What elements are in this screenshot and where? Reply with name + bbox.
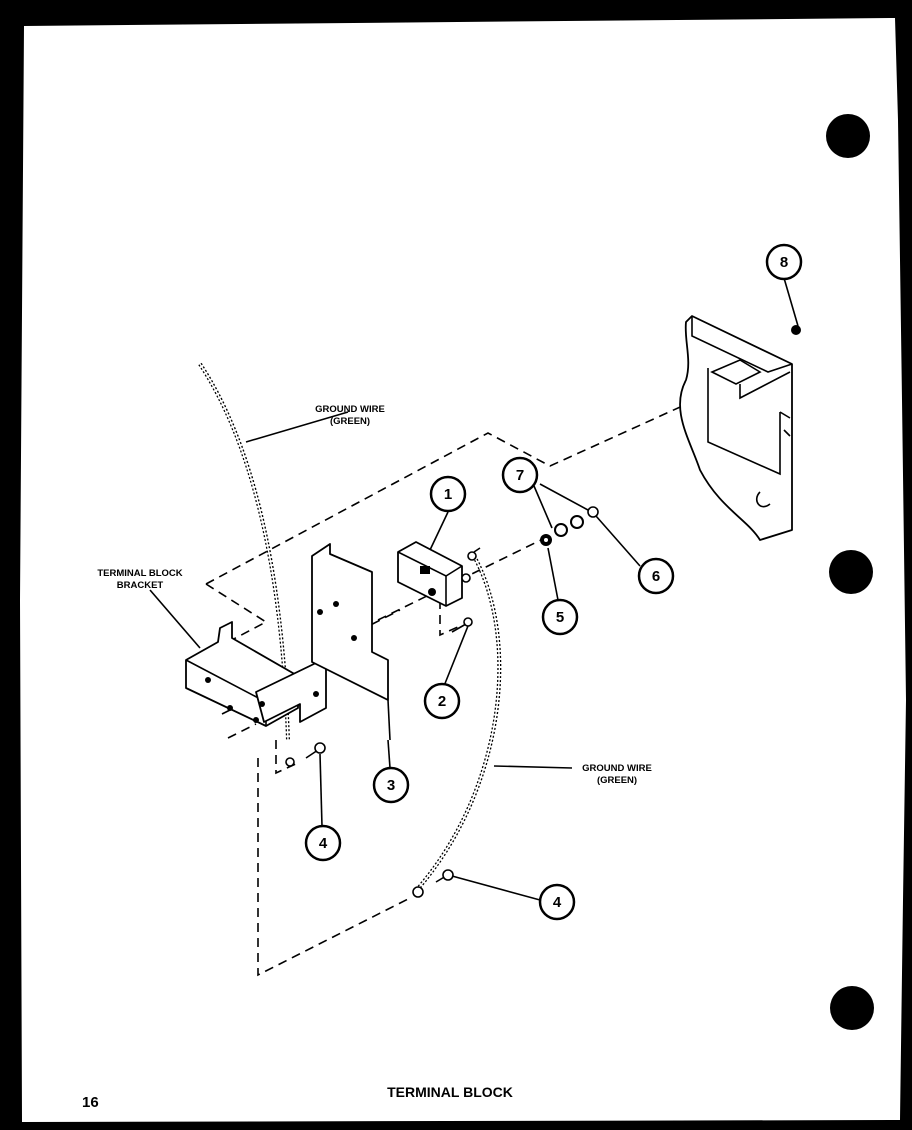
screw-part-6 [587, 506, 599, 518]
svg-text:8: 8 [780, 254, 788, 271]
svg-text:6: 6 [652, 568, 660, 585]
mounting-plate [311, 543, 391, 741]
leader-lines [149, 277, 799, 901]
ground-wire-lower [413, 555, 502, 894]
callout-6: 6 [637, 557, 675, 595]
binder-hole [829, 550, 873, 594]
svg-text:GROUND WIRE: GROUND WIRE [315, 404, 385, 415]
svg-text:7: 7 [516, 467, 524, 484]
paper-sheet [20, 18, 906, 1122]
svg-text:TERMINAL BLOCK: TERMINAL BLOCK [97, 568, 182, 579]
callout-7: 7 [501, 456, 539, 494]
label-terminal-block-bracket: TERMINAL BLOCK BRACKET [97, 568, 182, 591]
label-ground-wire-bottom: GROUND WIRE (GREEN) [582, 763, 652, 786]
terminal-block-bracket [185, 621, 327, 727]
svg-text:4: 4 [553, 894, 562, 911]
callout-4-upper: 4 [304, 824, 342, 862]
svg-text:1: 1 [444, 486, 452, 503]
terminal-block [397, 541, 481, 607]
svg-text:BRACKET: BRACKET [117, 580, 164, 591]
screw-part-4-lower [412, 869, 454, 898]
svg-text:4: 4 [319, 835, 328, 852]
assembly-lines [205, 397, 701, 977]
svg-text:3: 3 [387, 777, 395, 794]
callout-8: 8 [765, 243, 803, 281]
callout-2: 2 [423, 682, 461, 720]
binder-hole [826, 114, 870, 158]
svg-text:(GREEN): (GREEN) [597, 775, 637, 786]
cabinet-corner [679, 315, 801, 541]
binder-hole [830, 986, 874, 1030]
nut-part-5 [540, 534, 552, 546]
callout-3: 3 [372, 766, 410, 804]
callout-4-lower: 4 [538, 883, 576, 921]
callout-1: 1 [429, 475, 467, 513]
callout-5: 5 [541, 598, 579, 636]
washer-part-7 [554, 515, 584, 537]
screw-part-4-upper [285, 742, 326, 767]
svg-text:2: 2 [438, 693, 446, 710]
page-title: TERMINAL BLOCK [387, 1084, 513, 1100]
page-number: 16 [82, 1094, 99, 1111]
svg-text:(GREEN): (GREEN) [330, 416, 370, 427]
label-ground-wire-top: GROUND WIRE (GREEN) [315, 404, 385, 427]
svg-text:GROUND WIRE: GROUND WIRE [582, 763, 652, 774]
svg-text:5: 5 [556, 609, 564, 626]
